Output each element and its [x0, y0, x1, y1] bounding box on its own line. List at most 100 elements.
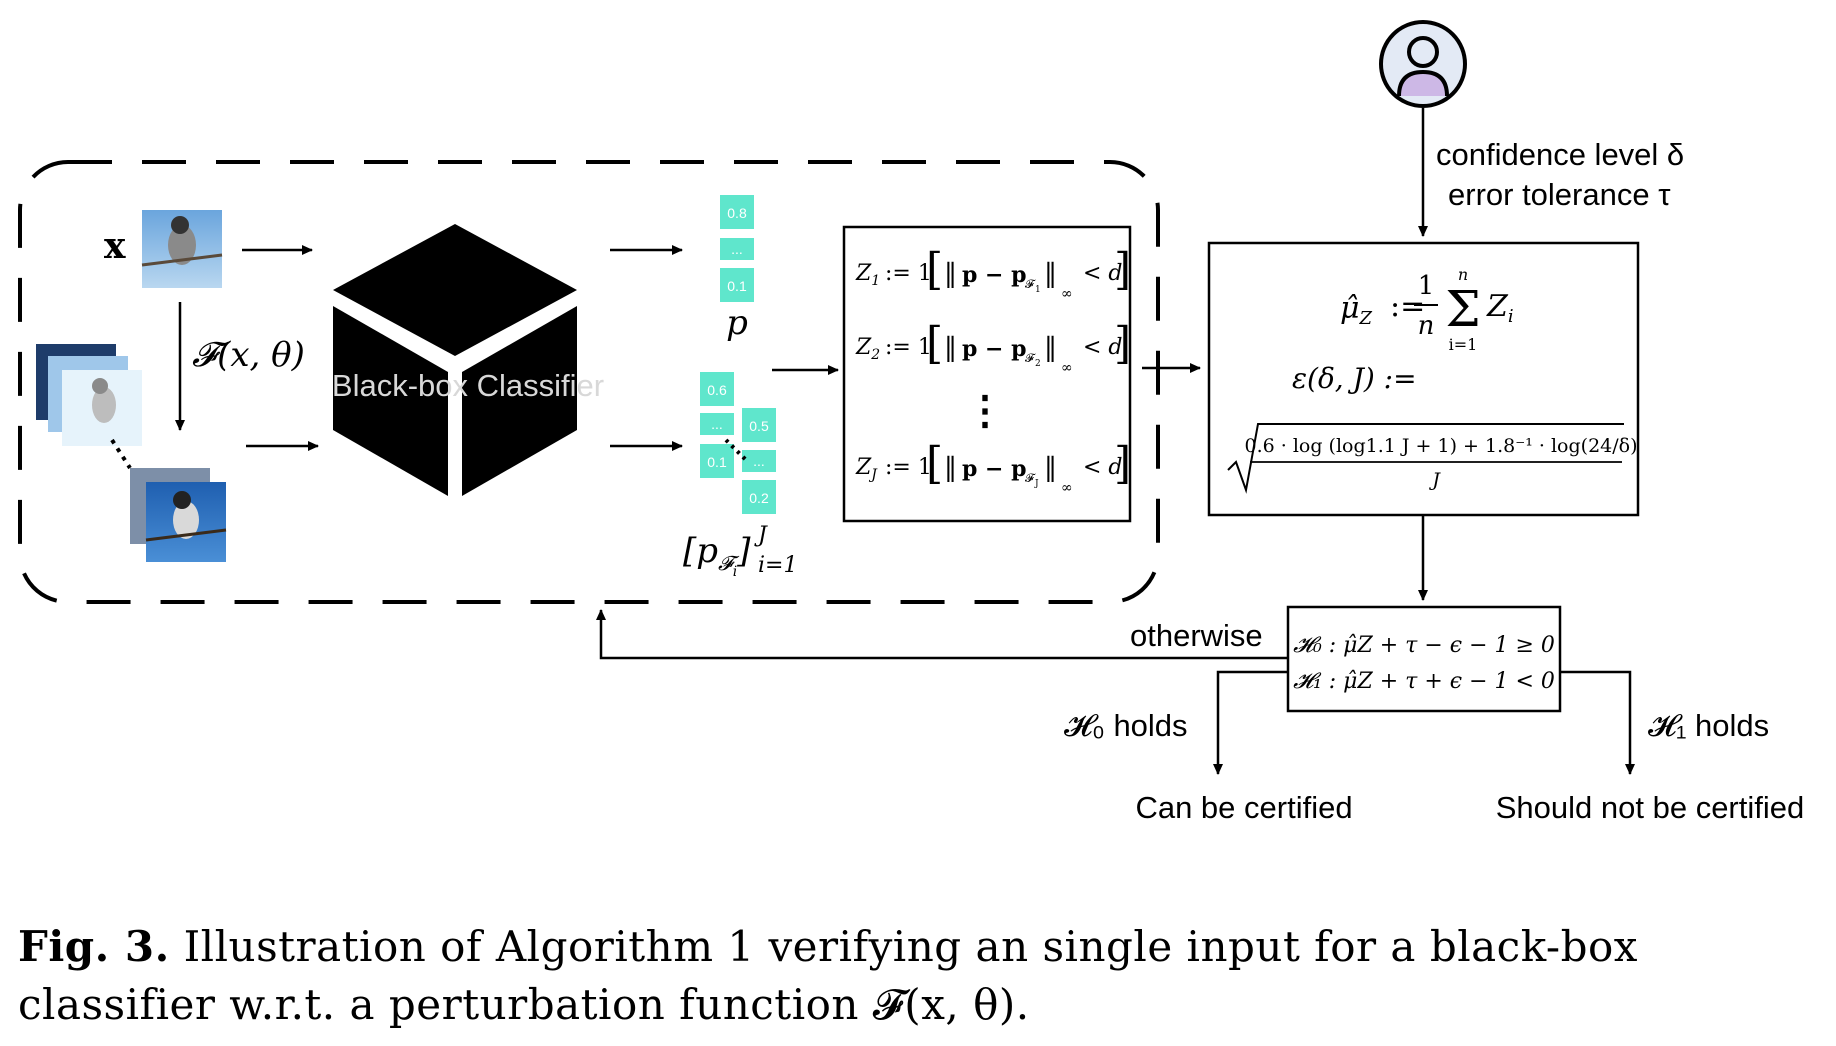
svg-text:Σ: Σ: [1445, 280, 1480, 338]
mu-term-sub: i: [1508, 306, 1514, 327]
pf-col2-value-1: ...: [753, 453, 765, 469]
pf-col2-value-0: 0.5: [749, 418, 769, 434]
mu-sum-bottom: i=1: [1449, 335, 1478, 354]
z1-norm-sub: 𝓕: [1025, 277, 1036, 291]
zJ-inf: ∞: [1061, 480, 1073, 496]
pf-label: [p𝓕i] J i=1: [683, 523, 797, 580]
z1-norm: p − p: [962, 262, 1027, 288]
hypothesis-h0: 𝓗₀ : μ̂Z + τ − ϵ − 1 ≥ 0: [1293, 633, 1555, 658]
zJ-norm: p − p: [962, 456, 1027, 482]
pf-col1-value-0: 0.6: [707, 382, 727, 398]
mu-lhs: μ̂: [1340, 291, 1360, 326]
confidence-level-label: confidence level δ: [1436, 137, 1684, 172]
z1-lhs: Z: [855, 261, 872, 286]
hypothesis-h1: 𝓗₁ : μ̂Z + τ + ϵ − 1 < 0: [1293, 669, 1555, 694]
pf-col1-value-1: ...: [711, 416, 723, 432]
svg-text:[: [: [926, 318, 943, 369]
can-be-certified-label: Can be certified: [1135, 790, 1352, 825]
svg-text:μ̂Z: μ̂Z: [1340, 291, 1373, 329]
caption-fig-number: Fig. 3.: [18, 922, 170, 971]
mu-frac-den: n: [1418, 311, 1435, 341]
figure-caption: Fig. 3. Illustration of Algorithm 1 veri…: [18, 918, 1818, 1034]
indicator-row-J: ZJ := 1 [ ‖ p − p 𝓕 J ‖ ∞ < d ]: [855, 438, 1131, 496]
mu-assign: :=: [1390, 289, 1425, 324]
svg-text:]: ]: [1114, 438, 1131, 489]
indicator-ellipsis: ⋮: [965, 387, 1005, 434]
estimate-box: [1207, 241, 1640, 517]
z2-idx: 2: [870, 347, 880, 363]
pf-range-sup: J: [754, 523, 768, 548]
h1-holds-label: 𝓗₁ holds: [1648, 708, 1769, 743]
svg-text:‖: ‖: [1044, 453, 1057, 483]
zJ-fidx: J: [1034, 479, 1039, 489]
zJ-idx: J: [868, 467, 878, 483]
pf-col2-value-2: 0.2: [749, 490, 769, 506]
zJ-norm-sub: 𝓕: [1025, 471, 1036, 485]
svg-text:‖: ‖: [944, 333, 957, 363]
svg-text:[: [: [926, 438, 943, 489]
z2-fidx: 2: [1035, 359, 1041, 369]
svg-text:‖: ‖: [1044, 259, 1057, 289]
pf-label-close: ]: [736, 531, 751, 571]
svg-text:Z1: Z1: [855, 261, 880, 289]
indicator-row-2: Z2 := 1 [ ‖ p − p 𝓕 2 ‖ ∞ < d ]: [855, 318, 1131, 376]
black-box-cube-icon: [333, 224, 577, 496]
input-x-label: x: [104, 225, 126, 267]
z1-cmp: < d: [1083, 261, 1123, 286]
svg-text:‖: ‖: [944, 259, 957, 289]
zJ-cmp: < d: [1083, 455, 1123, 480]
output-pf-vectors: 0.6 ... 0.1 0.5 ... 0.2: [700, 372, 776, 514]
svg-text:‖: ‖: [944, 453, 957, 483]
pf-label-open: [p: [683, 531, 718, 571]
perturbed-images-stack: [36, 344, 227, 562]
p-value-2: 0.1: [727, 278, 747, 294]
mu-sum-top: n: [1458, 265, 1468, 284]
svg-text:‖: ‖: [1044, 333, 1057, 363]
zJ-assign: := 1: [885, 455, 932, 480]
z2-norm-sub: 𝓕: [1025, 351, 1036, 365]
epsilon-lhs: ε(δ, J) :=: [1292, 362, 1417, 395]
zJ-lhs: Z: [855, 455, 872, 480]
perturbation-function-label: 𝓕(x, θ): [192, 335, 305, 375]
indicator-row-1: Z1 := 1 [ ‖ p − p 𝓕 1 ‖ ∞ < d ]: [855, 244, 1131, 302]
z1-idx: 1: [871, 273, 880, 289]
p-label: p: [726, 303, 748, 343]
svg-text:Zi: Zi: [1486, 289, 1514, 327]
sqrt-numerator: 0.6 · log (log1.1 J + 1) + 1.8⁻¹ · log(2…: [1244, 435, 1637, 457]
p-value-0: 0.8: [727, 205, 747, 221]
mu-hat-formula: μ̂Z := 1 n n Σ i=1 Zi: [1340, 265, 1514, 354]
svg-text:ZJ: ZJ: [855, 455, 878, 483]
epsilon-sqrt: 0.6 · log (log1.1 J + 1) + 1.8⁻¹ · log(2…: [1227, 423, 1638, 494]
z2-lhs: Z: [855, 335, 872, 360]
hypothesis-box: [1286, 605, 1562, 713]
pf-label-subsub: i: [733, 564, 737, 580]
should-not-be-certified-label: Should not be certified: [1496, 790, 1805, 825]
user-avatar-icon: [1379, 20, 1467, 108]
mu-term: Z: [1486, 289, 1509, 324]
svg-text:Z2: Z2: [855, 335, 880, 363]
z1-fidx: 1: [1035, 285, 1041, 295]
z2-inf: ∞: [1061, 360, 1073, 376]
p-value-1: ...: [731, 241, 743, 257]
classifier-label: Black-box Classifier: [332, 368, 604, 403]
h0-holds-label: 𝓗₀ holds: [1064, 708, 1188, 743]
mu-frac-num: 1: [1418, 271, 1435, 301]
output-p-vector: 0.8 ... 0.1: [720, 195, 754, 302]
pf-col1-value-2: 0.1: [707, 454, 727, 470]
error-tolerance-label: error tolerance τ: [1448, 177, 1670, 212]
svg-text:[: [: [926, 244, 943, 295]
mu-sub: Z: [1359, 308, 1373, 329]
svg-text:[p𝓕i]: [p𝓕i]: [683, 531, 751, 580]
indicator-box: [842, 225, 1132, 523]
svg-text:]: ]: [1114, 318, 1131, 369]
z2-cmp: < d: [1083, 335, 1123, 360]
svg-text:]: ]: [1114, 244, 1131, 295]
z2-norm: p − p: [962, 336, 1027, 362]
pf-range-sub: i=1: [758, 553, 797, 578]
z2-assign: := 1: [885, 335, 932, 360]
z1-inf: ∞: [1061, 286, 1073, 302]
pipeline-dashed-frame: [18, 160, 1160, 604]
sqrt-denominator: J: [1428, 469, 1441, 491]
z1-assign: := 1: [885, 261, 932, 286]
